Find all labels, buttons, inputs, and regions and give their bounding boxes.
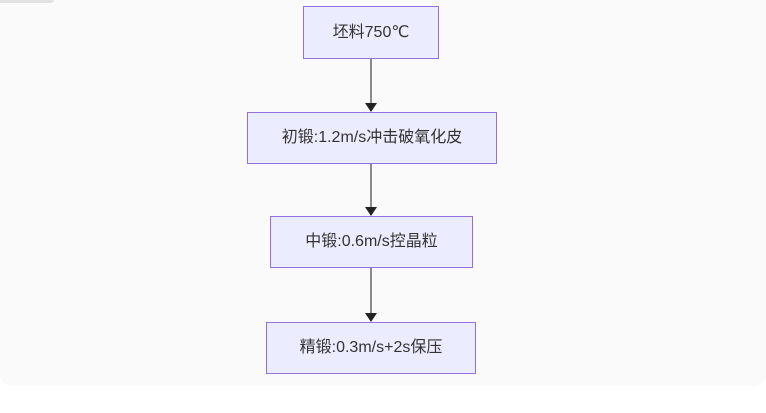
flowchart-canvas: 坯料750℃ 初锻:1.2m/s冲击破氧化皮 中锻:0.6m/s控晶粒 精锻:0… bbox=[0, 0, 497, 374]
flowchart-edge-1 bbox=[365, 59, 377, 112]
flowchart-node-initial-forging: 初锻:1.2m/s冲击破氧化皮 bbox=[247, 112, 497, 164]
edge-line bbox=[370, 268, 372, 313]
flowchart-node-precision-forging: 精锻:0.3m/s+2s保压 bbox=[266, 322, 476, 374]
flowchart-node-label: 坯料750℃ bbox=[332, 23, 410, 41]
arrowhead-down-icon bbox=[365, 103, 377, 112]
top-left-scroll-artifact bbox=[0, 0, 54, 3]
flowchart-node-billet: 坯料750℃ bbox=[303, 6, 439, 59]
flowchart-node-middle-forging: 中锻:0.6m/s控晶粒 bbox=[270, 216, 473, 268]
arrowhead-down-icon bbox=[365, 207, 377, 216]
flowchart-node-label: 中锻:0.6m/s控晶粒 bbox=[305, 233, 438, 250]
arrowhead-down-icon bbox=[365, 313, 377, 322]
flowchart-edge-2 bbox=[365, 164, 377, 216]
edge-line bbox=[370, 164, 372, 207]
flowchart-node-label: 精锻:0.3m/s+2s保压 bbox=[299, 339, 443, 356]
edge-line bbox=[370, 59, 372, 103]
flowchart-edge-3 bbox=[365, 268, 377, 322]
flowchart-node-label: 初锻:1.2m/s冲击破氧化皮 bbox=[281, 129, 463, 146]
